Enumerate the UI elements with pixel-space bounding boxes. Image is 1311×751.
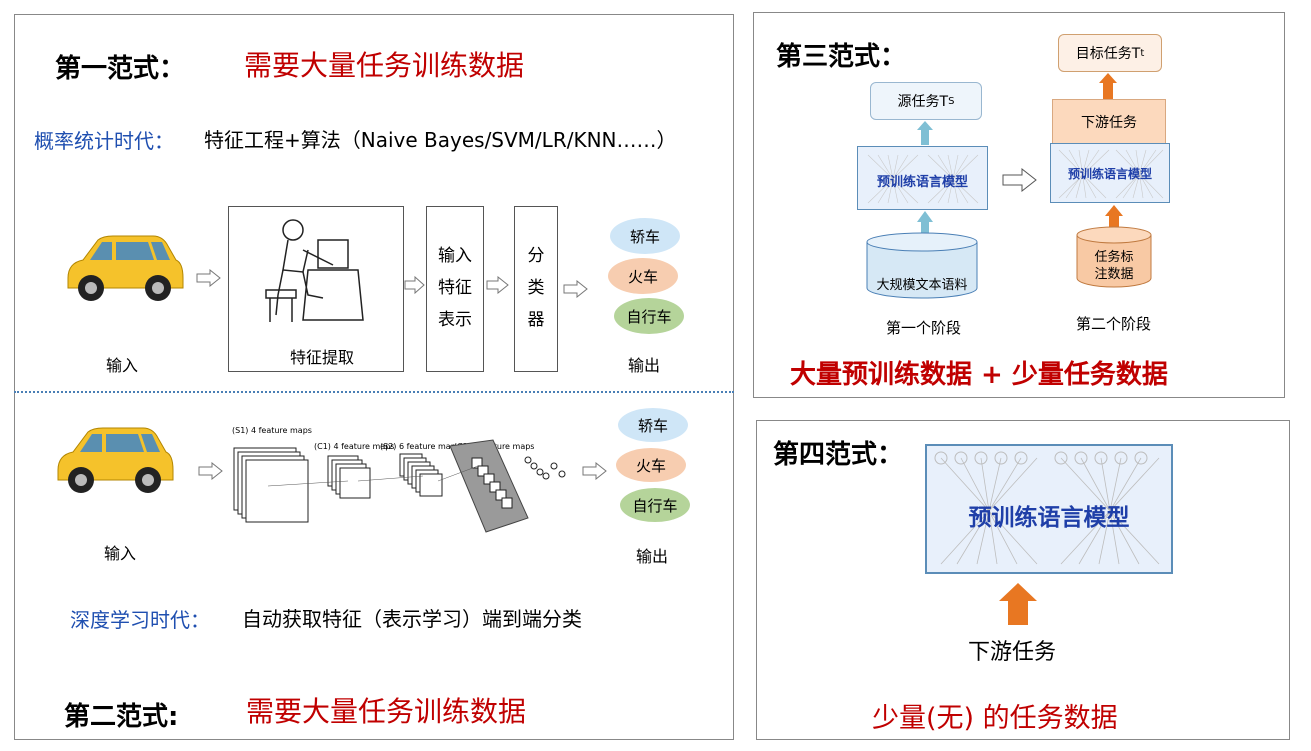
classifier-label-1: 分 <box>527 246 545 266</box>
paradigm1-input-label: 输入 <box>106 356 139 375</box>
cnn-label-s2: (S2) 6 feature maps <box>380 442 460 451</box>
output-bicycle-ellipse: 自行车 <box>620 488 690 522</box>
paradigm4-heading-label: 第四范式： <box>773 440 904 470</box>
paradigm2-output-label: 输出 <box>636 547 669 566</box>
pretrained-model-label-stage1: 预训练语言模型 <box>876 175 968 190</box>
arrow-up-icon <box>917 121 933 145</box>
pretrained-model-label-paradigm4: 预训练语言模型 <box>968 505 1130 531</box>
pretrained-model-label-stage2: 预训练语言模型 <box>1067 167 1152 181</box>
downstream-task-box: 下游任务 <box>1052 99 1166 145</box>
classifier-label-2: 类 <box>527 278 545 298</box>
paradigm3-summary: 大量预训练数据 + 少量任务数据 <box>790 360 1168 390</box>
paradigm3-panel <box>753 12 1285 398</box>
left-panel <box>14 14 734 740</box>
target-task-subscript: t <box>1140 47 1145 59</box>
pretrained-model-box-paradigm4: 预训练语言模型 <box>925 444 1173 574</box>
pretrained-model-box-stage2: 预训练语言模型 <box>1050 143 1170 203</box>
task-data-cylinder <box>1076 226 1152 288</box>
arrow-right-icon <box>1002 168 1037 192</box>
paradigm2-heading-text: 需要大量任务训练数据 <box>246 695 527 728</box>
cnn-label-c1: (C1) 4 feature maps <box>314 442 395 451</box>
feature-representation-label-1: 输入 <box>438 246 472 266</box>
cnn-label-s1: (S1) 4 feature maps <box>232 426 312 435</box>
paradigm4-summary: 少量(无) 的任务数据 <box>872 703 1118 734</box>
task-data-label-2: 注数据 <box>1094 267 1134 282</box>
pretrained-model-box-stage1: 预训练语言模型 <box>857 146 988 210</box>
arrow-right-icon <box>198 462 223 480</box>
classifier-label-3: 器 <box>527 310 545 330</box>
corpus-label: 大规模文本语料 <box>876 278 968 293</box>
output-sedan-ellipse: 轿车 <box>610 218 680 254</box>
classifier-box <box>514 206 558 372</box>
neural-net-icon <box>867 154 979 204</box>
paradigm2-era-text: 自动获取特征（表示学习）端到端分类 <box>242 607 582 631</box>
paradigm1-heading-label: 第一范式： <box>55 54 186 84</box>
feature-extract-label: 特征提取 <box>290 348 355 367</box>
neural-net-icon <box>1058 149 1164 199</box>
corpus-cylinder <box>866 232 978 299</box>
target-task-label: 目标任务T <box>1075 46 1141 62</box>
arrow-right-icon <box>486 276 509 294</box>
source-task-subscript: S <box>948 95 955 107</box>
arrow-right-icon <box>563 280 588 298</box>
paradigm2-input-label: 输入 <box>104 544 137 563</box>
paradigm4-downstream-label: 下游任务 <box>968 640 1057 665</box>
paradigm1-era-text: 特征工程+算法（Naive Bayes/SVM/LR/KNN……） <box>204 128 677 152</box>
feature-representation-label-2: 特征 <box>438 278 472 298</box>
stage2-label: 第二个阶段 <box>1076 315 1152 333</box>
arrow-up-icon <box>999 583 1037 625</box>
output-sedan-ellipse: 轿车 <box>618 408 688 442</box>
section-divider <box>14 391 734 393</box>
output-bicycle-ellipse: 自行车 <box>614 298 684 334</box>
arrow-right-icon <box>582 462 607 480</box>
arrow-right-icon <box>196 269 221 287</box>
car-icon <box>57 427 174 493</box>
stage1-label: 第一个阶段 <box>886 319 962 337</box>
paradigm2-heading-label: 第二范式: <box>64 702 179 732</box>
arrow-up-icon <box>1099 73 1117 99</box>
task-data-label-1: 任务标 <box>1094 250 1134 265</box>
arrow-right-icon <box>404 276 425 294</box>
paradigm1-heading-text: 需要大量任务训练数据 <box>244 49 525 82</box>
cnn-diagram <box>233 439 566 533</box>
feature-representation-box <box>426 206 484 372</box>
output-train-ellipse: 火车 <box>608 258 678 294</box>
feature-extract-box <box>228 206 404 372</box>
downstream-task-label: 下游任务 <box>1081 115 1137 131</box>
paradigm3-heading-label: 第三范式： <box>776 42 907 72</box>
car-icon <box>67 235 184 301</box>
neural-net-icon <box>934 451 1160 565</box>
paradigm1-era-label: 概率统计时代： <box>34 129 174 153</box>
paradigm1-output-label: 输出 <box>628 356 661 375</box>
paradigm2-era-label: 深度学习时代： <box>70 608 210 632</box>
output-train-ellipse: 火车 <box>616 448 686 482</box>
feature-representation-label-3: 表示 <box>438 310 472 330</box>
person-at-computer-icon <box>265 219 364 322</box>
source-task-label: 源任务T <box>897 94 949 110</box>
